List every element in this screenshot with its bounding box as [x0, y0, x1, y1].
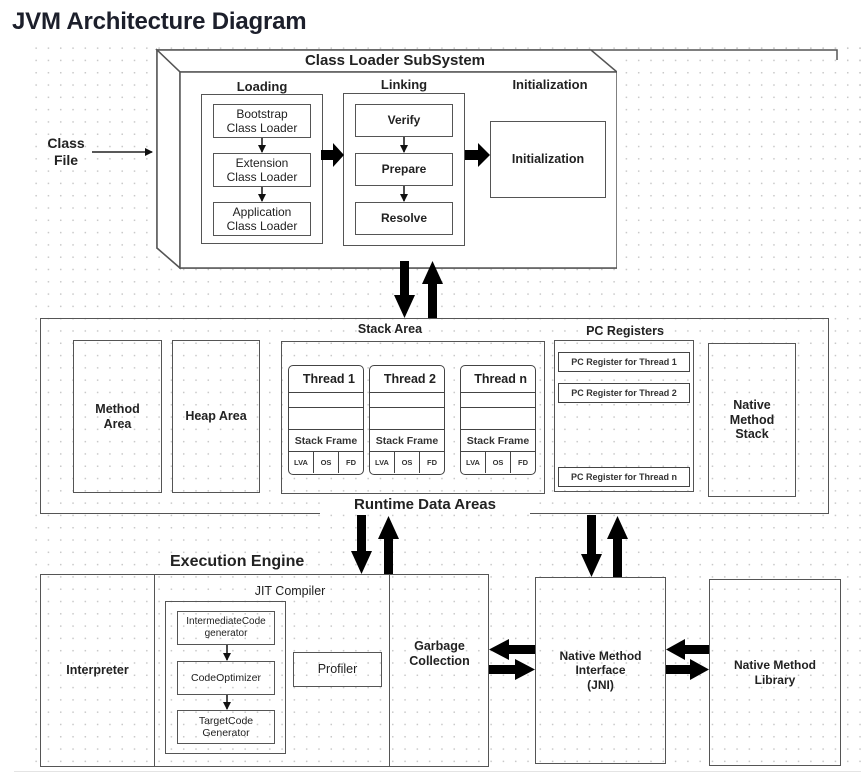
pc-registers-label: PC Registers — [586, 324, 664, 338]
verify-step: Verify — [355, 104, 453, 137]
lva-cell: LVA — [370, 452, 395, 473]
lva-cell: LVA — [461, 452, 486, 473]
stack-area-label: Stack Area — [357, 322, 423, 336]
method-area: Method Area — [73, 340, 162, 493]
target-code-generator: TargetCode Generator — [177, 710, 275, 744]
intermediate-code-generator: IntermediateCode generator — [177, 611, 275, 645]
fd-cell: FD — [427, 458, 437, 467]
extension-class-loader: Extension Class Loader — [213, 153, 311, 187]
native-method-interface: Native Method Interface (JNI) — [535, 577, 666, 764]
application-class-loader: Application Class Loader — [213, 202, 311, 236]
stack-area — [281, 341, 545, 494]
stack-thread-1: Thread 1 Stack Frame LVA OS FD — [288, 365, 364, 475]
native-method-stack: Native Method Stack — [708, 343, 796, 497]
dotted-grid-canvas-right — [619, 42, 861, 278]
prepare-step: Prepare — [355, 153, 453, 186]
thread-name: Thread 2 — [370, 366, 444, 393]
os-cell: OS — [314, 452, 339, 473]
bootstrap-class-loader: Bootstrap Class Loader — [213, 104, 311, 138]
profiler: Profiler — [293, 652, 382, 687]
stack-thread-2: Thread 2 Stack Frame LVA OS FD — [369, 365, 445, 475]
pc-register-thread-n: PC Register for Thread n — [558, 467, 690, 487]
os-cell: OS — [395, 452, 420, 473]
class-file-label: Class File — [47, 135, 85, 168]
pc-register-thread-1: PC Register for Thread 1 — [558, 352, 690, 372]
initialization-box: Initialization — [490, 121, 606, 198]
stack-frame-label: Stack Frame — [289, 430, 363, 452]
loading-label: Loading — [236, 79, 288, 94]
jit-compiler-label: JIT Compiler — [254, 584, 326, 598]
pc-registers — [554, 340, 694, 492]
jit-pipeline-group — [165, 601, 286, 754]
class-loader-title: Class Loader SubSystem — [304, 52, 486, 69]
native-method-library: Native Method Library — [709, 579, 841, 766]
thread-name: Thread 1 — [289, 366, 363, 393]
initialization-label: Initialization — [512, 77, 588, 92]
runtime-data-areas-title: Runtime Data Areas — [320, 496, 530, 514]
code-optimizer: CodeOptimizer — [177, 661, 275, 695]
os-cell: OS — [486, 452, 511, 473]
thread-name: Thread n — [461, 366, 535, 393]
fd-cell: FD — [346, 458, 356, 467]
stack-frame-label: Stack Frame — [370, 430, 444, 452]
resolve-step: Resolve — [355, 202, 453, 235]
loading-group — [201, 94, 323, 244]
divider — [14, 771, 861, 772]
stack-thread-n: Thread n Stack Frame LVA OS FD — [460, 365, 536, 475]
garbage-collection: Garbage Collection — [409, 639, 470, 668]
stack-frame-label: Stack Frame — [461, 430, 535, 452]
linking-group — [343, 93, 465, 246]
pc-register-thread-2: PC Register for Thread 2 — [558, 383, 690, 403]
page-title: JVM Architecture Diagram — [12, 8, 307, 35]
execution-engine-title: Execution Engine — [170, 553, 305, 570]
jit-compiler — [154, 574, 390, 767]
heap-area: Heap Area — [172, 340, 260, 493]
fd-cell: FD — [518, 458, 528, 467]
linking-label: Linking — [380, 77, 428, 92]
interpreter: Interpreter — [40, 574, 155, 767]
lva-cell: LVA — [289, 452, 314, 473]
